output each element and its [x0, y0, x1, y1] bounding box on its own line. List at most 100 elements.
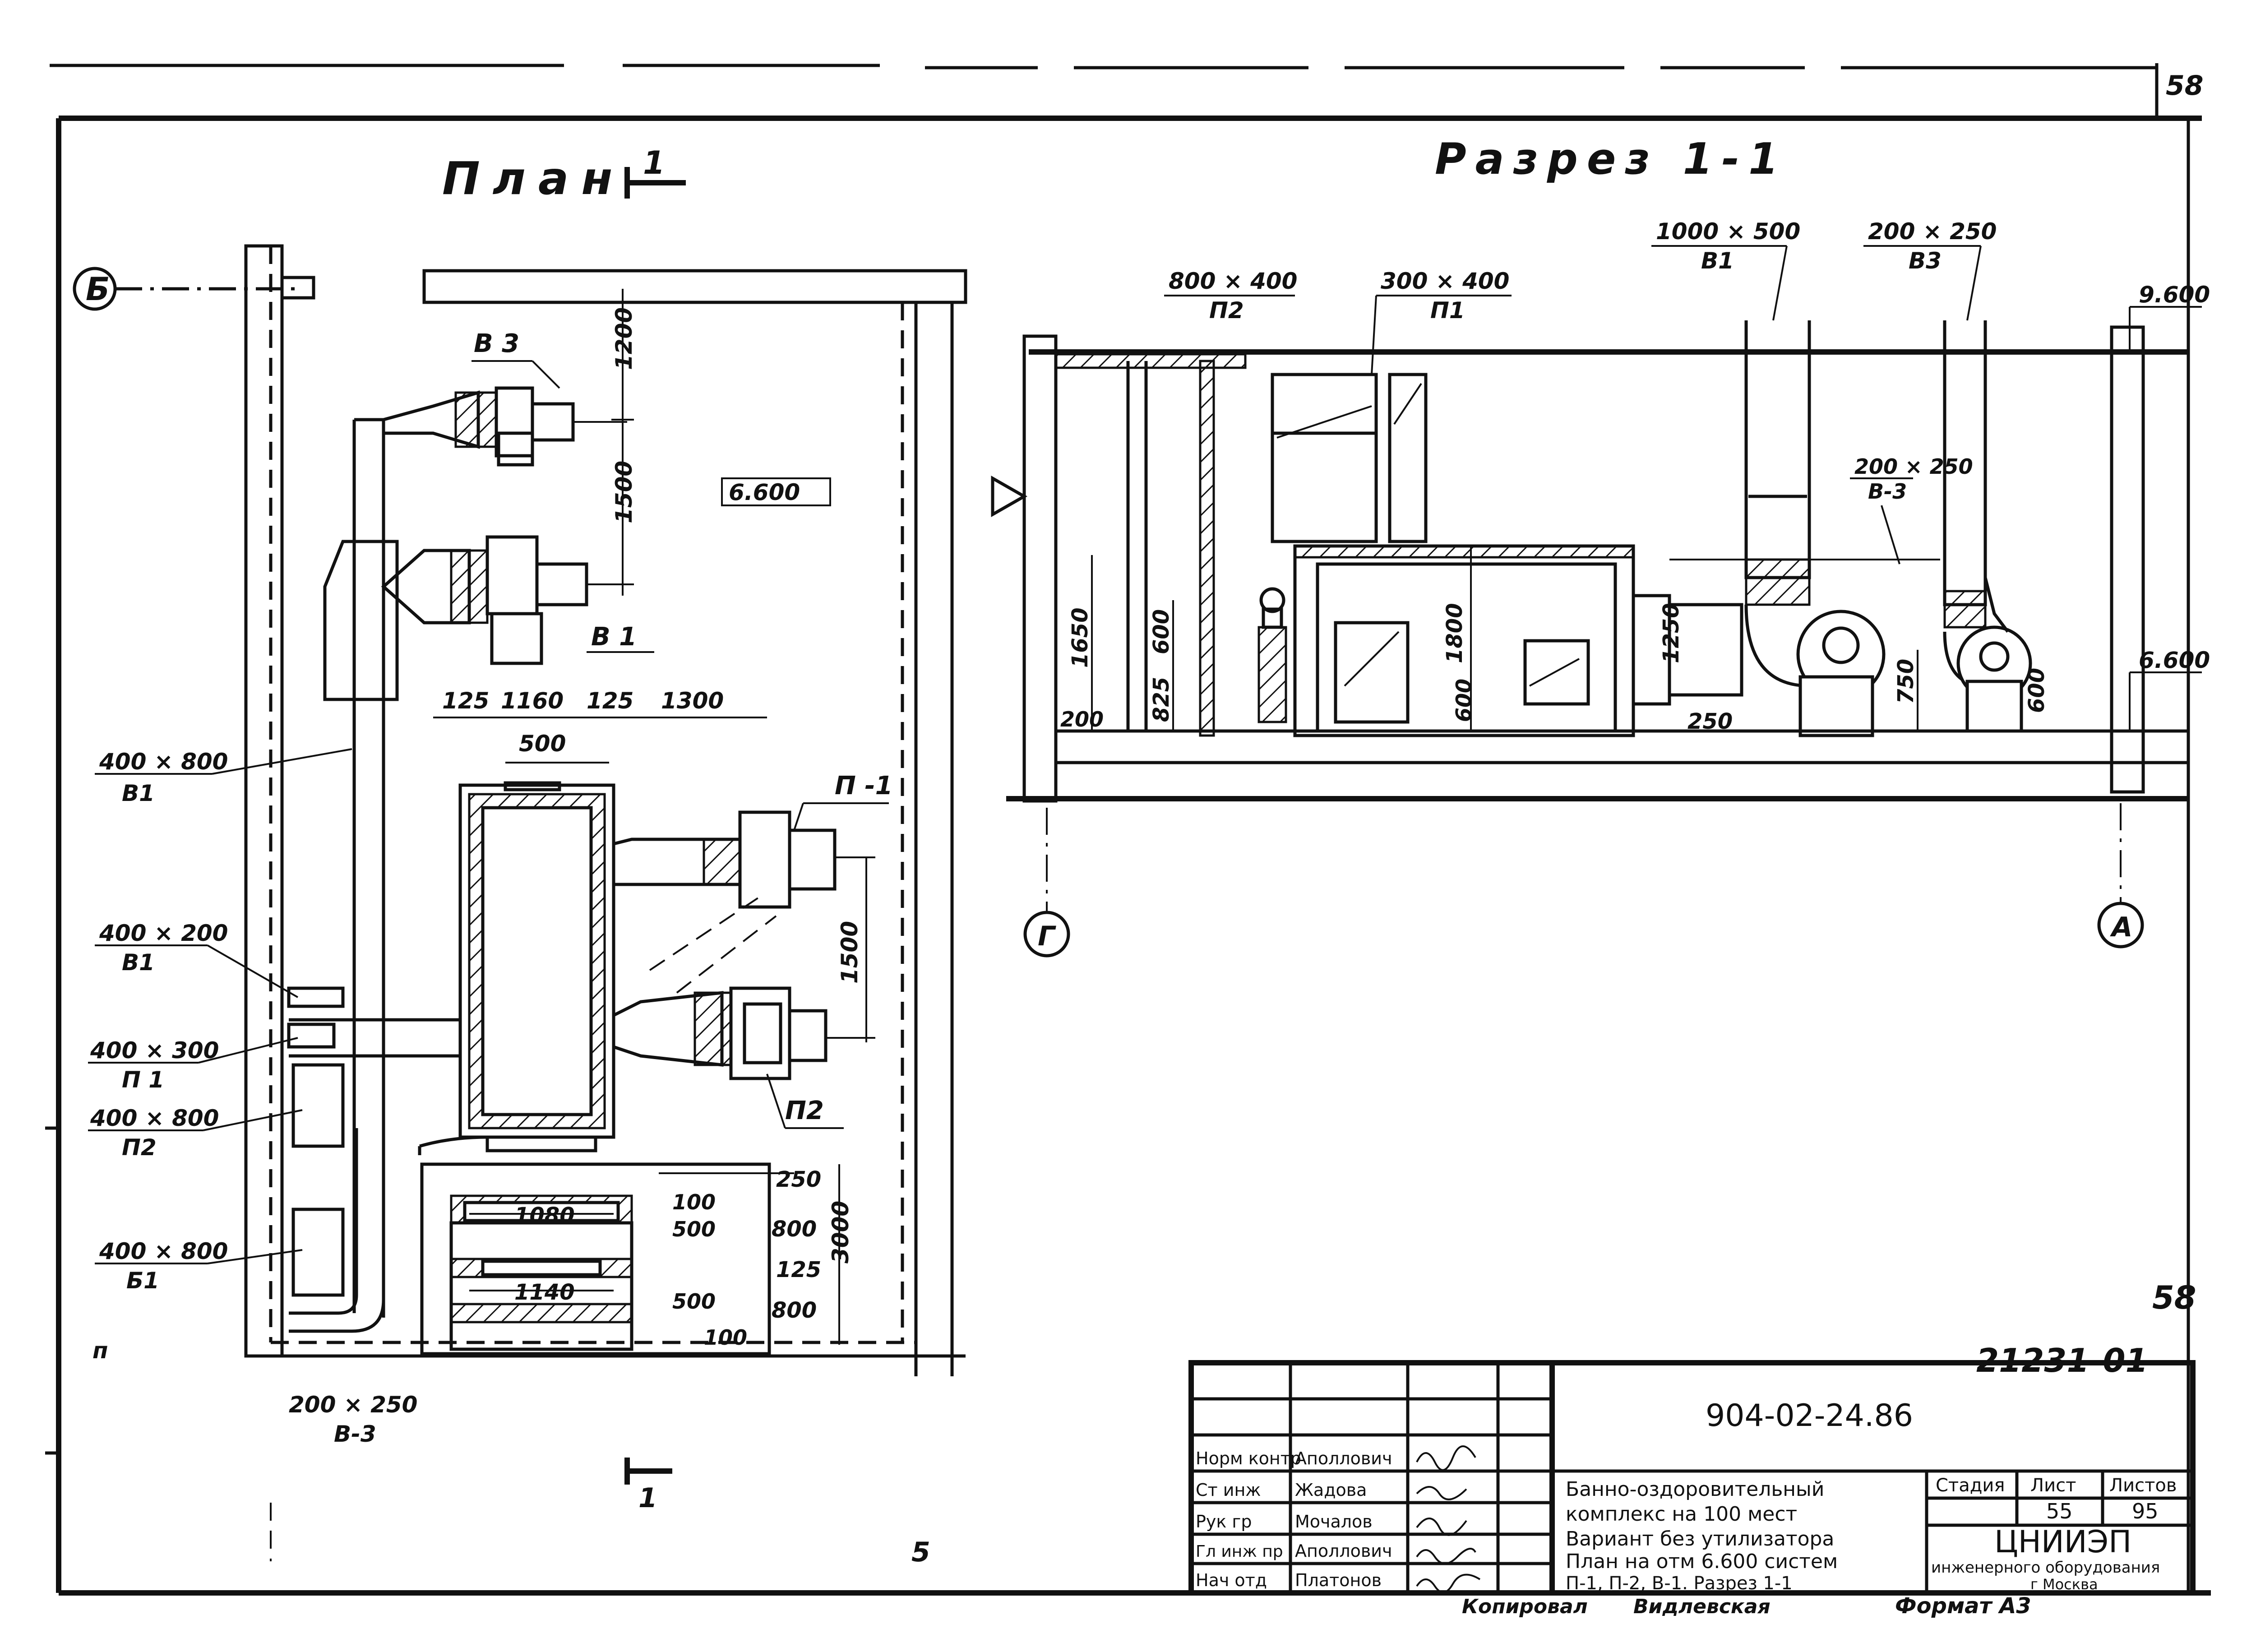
org-line3: г Москва — [2030, 1576, 2098, 1593]
sheet-value: 55 — [2046, 1499, 2073, 1523]
plan-label-p2: П2 — [785, 1096, 824, 1125]
title-block: 904-02-24.86 Банно-оздоровительный компл… — [1188, 1360, 2196, 1596]
svg-text:1650: 1650 — [1068, 607, 1093, 668]
project-name-1: Банно-оздоровительный — [1566, 1478, 1824, 1501]
section-label-p2: 800 × 400 П2 — [1164, 268, 1297, 324]
row-role: Гл инж пр — [1196, 1542, 1283, 1561]
plan-elevation: 6.600 — [729, 479, 800, 505]
svg-text:800: 800 — [772, 1298, 817, 1323]
svg-text:1: 1 — [643, 144, 665, 181]
sheets-value: 95 — [2132, 1499, 2159, 1523]
svg-text:1160: 1160 — [501, 688, 564, 714]
svg-text:200 × 250: 200 × 250 — [1854, 454, 1973, 479]
sheet-desc-1: Вариант без утилизатора — [1566, 1527, 1834, 1550]
row-role: Норм контр — [1196, 1448, 1301, 1468]
svg-text:Б1: Б1 — [126, 1268, 159, 1294]
svg-text:125: 125 — [776, 1257, 821, 1282]
org-name: ЦНИИЭП — [1994, 1524, 2131, 1560]
row-role: Нач отд — [1196, 1570, 1267, 1590]
row-name: Аполлович — [1295, 1541, 1392, 1561]
svg-text:9.600: 9.600 — [2139, 282, 2210, 308]
project-name-2: комплекс на 100 мест — [1566, 1503, 1797, 1526]
svg-text:200: 200 — [1060, 707, 1104, 731]
svg-text:600: 600 — [1149, 609, 1174, 654]
plan-left-mark: п — [92, 1337, 108, 1364]
sheets-header: Листов — [2109, 1475, 2177, 1496]
svg-text:В3: В3 — [1909, 248, 1942, 274]
plan-axis-bottom: 5 — [911, 1536, 930, 1568]
section-elevation-top: 9.600 — [2129, 282, 2210, 352]
section-view: Разрез 1-1 — [991, 134, 2210, 958]
axis-marker-b: Б — [73, 267, 302, 311]
svg-text:1500: 1500 — [837, 921, 863, 984]
svg-text:500: 500 — [672, 1217, 716, 1241]
svg-text:200 × 250: 200 × 250 — [289, 1392, 417, 1418]
section-label-b3b: 200 × 250 В-3 — [1850, 454, 1973, 565]
row-name: Платонов — [1295, 1570, 1382, 1590]
svg-text:750: 750 — [1893, 659, 1919, 704]
format-label: Формат А3 — [1895, 1593, 2031, 1619]
row-name: Мочалов — [1295, 1512, 1373, 1532]
svg-text:500: 500 — [672, 1289, 716, 1314]
svg-text:400 × 800: 400 × 800 — [99, 749, 228, 775]
svg-text:1140: 1140 — [514, 1280, 575, 1305]
section-axis-g: Г — [1023, 808, 1070, 958]
svg-text:500: 500 — [519, 731, 566, 757]
section-cut-marker-bottom: 1 — [624, 1458, 672, 1514]
signatures — [1416, 1445, 1481, 1593]
row-role: Ст инж — [1196, 1480, 1261, 1500]
svg-text:П1: П1 — [1430, 297, 1465, 324]
svg-text:В1: В1 — [1701, 248, 1734, 274]
plan-duct-label-2: 400 × 200 В1 — [95, 920, 298, 998]
svg-text:100: 100 — [704, 1325, 747, 1350]
copied-name: Видлевская — [1633, 1595, 1771, 1618]
svg-text:В-3: В-3 — [334, 1421, 376, 1447]
svg-text:400 × 200: 400 × 200 — [99, 920, 228, 946]
svg-text:1500: 1500 — [611, 461, 637, 523]
svg-text:125: 125 — [442, 688, 489, 714]
svg-text:825: 825 — [1149, 677, 1174, 722]
section-title: Разрез 1-1 — [1435, 134, 1787, 184]
svg-text:В1: В1 — [122, 780, 155, 806]
svg-text:1080: 1080 — [514, 1203, 575, 1228]
page-number-side: 58 — [2152, 1279, 2196, 1316]
svg-text:П2: П2 — [122, 1134, 157, 1161]
svg-text:800: 800 — [772, 1217, 817, 1242]
plan-label-p1: П -1 — [835, 771, 893, 801]
doc-code: 904-02-24.86 — [1706, 1398, 1913, 1434]
plan-duct-label-1: 400 × 800 В1 — [95, 748, 352, 806]
svg-text:250: 250 — [1687, 709, 1733, 734]
section-label-b1: 1000 × 500 В1 — [1651, 218, 1800, 321]
svg-text:1: 1 — [638, 1482, 657, 1514]
svg-text:А: А — [2110, 912, 2132, 943]
svg-text:200 × 250: 200 × 250 — [1868, 218, 1997, 245]
svg-text:П 1: П 1 — [122, 1067, 164, 1093]
sheet-header: Лист — [2030, 1475, 2076, 1496]
svg-text:Г: Г — [1038, 921, 1056, 952]
copied-label: Копировал — [1462, 1595, 1588, 1618]
plan-duct-label-4: 400 × 800 П2 — [88, 1105, 303, 1161]
svg-text:1000 × 500: 1000 × 500 — [1656, 218, 1800, 245]
svg-text:1300: 1300 — [661, 688, 724, 714]
plan-duct-label-3: 400 × 300 П 1 — [88, 1037, 298, 1093]
plan-title: План — [442, 152, 625, 205]
sheet-desc-3: П-1, П-2, В-1. Разрез 1-1 — [1566, 1573, 1793, 1594]
section-elevation-bottom: 6.600 — [2129, 647, 2210, 731]
section-label-b3: 200 × 250 В3 — [1863, 218, 1997, 321]
row-role: Рук гр — [1196, 1512, 1252, 1532]
section-label-p1: 300 × 400 П1 — [1371, 268, 1512, 375]
plan-duct-label-5: 400 × 800 Б1 — [95, 1238, 303, 1294]
svg-text:В-3: В-3 — [1868, 479, 1907, 504]
svg-text:600: 600 — [1452, 679, 1476, 722]
plan-label-b3: В 3 — [474, 329, 519, 358]
svg-text:В1: В1 — [122, 949, 155, 976]
svg-text:1200: 1200 — [611, 307, 637, 370]
org-line2: инженерного оборудования — [1931, 1559, 2160, 1577]
svg-text:250: 250 — [776, 1167, 821, 1192]
svg-text:П2: П2 — [1209, 297, 1244, 324]
row-name: Аполлович — [1295, 1448, 1392, 1468]
page-number-top: 58 — [2166, 70, 2204, 102]
svg-text:1800: 1800 — [1442, 603, 1467, 663]
svg-text:300 × 400: 300 × 400 — [1381, 268, 1509, 294]
